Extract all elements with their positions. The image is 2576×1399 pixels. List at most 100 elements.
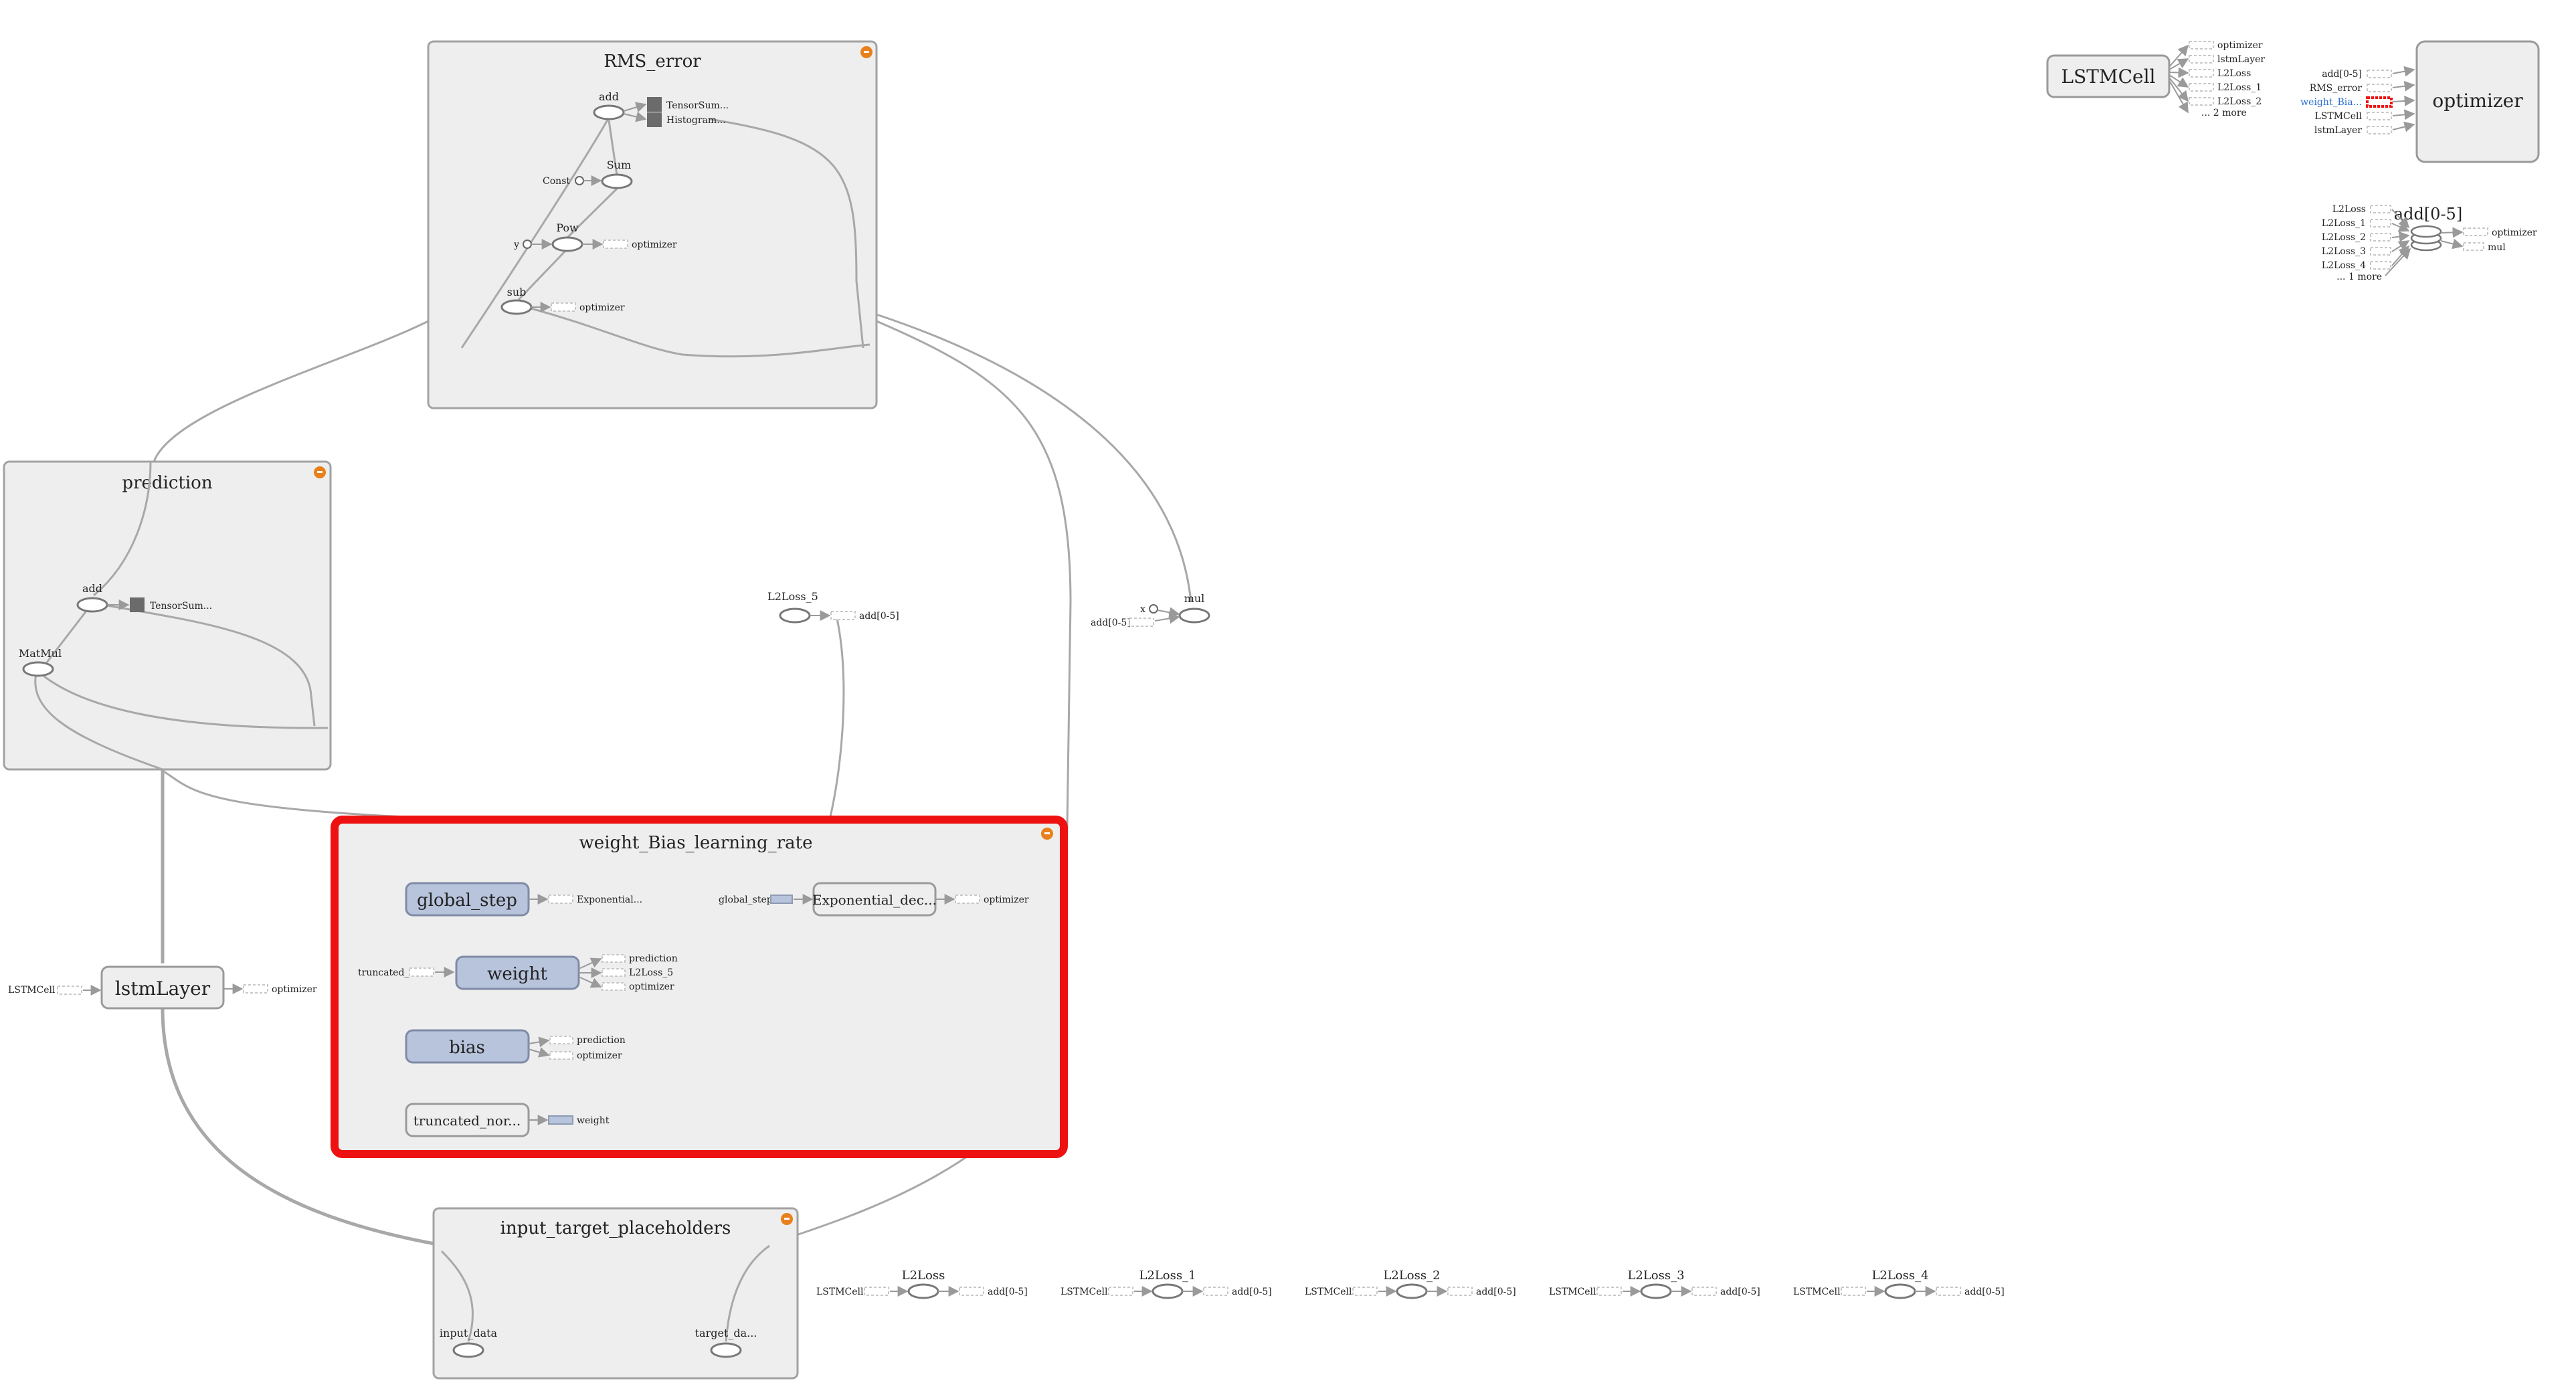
bias-variable[interactable] xyxy=(405,1029,530,1064)
output-stub xyxy=(2189,41,2214,50)
node-label: L2Loss_2 xyxy=(2217,96,2262,107)
pow-op-node[interactable] xyxy=(551,236,583,252)
output-stub xyxy=(2189,55,2214,64)
group-input-target-box[interactable] xyxy=(432,1207,799,1380)
output-stub xyxy=(2189,69,2214,78)
output-stub xyxy=(548,1115,573,1125)
input-stub xyxy=(1108,1287,1133,1296)
node-title: bias xyxy=(449,1038,485,1058)
input-data-placeholder[interactable] xyxy=(452,1342,484,1358)
node-l2loss-4[interactable]: L2Loss_4 LSTMCell add[0-5] xyxy=(1793,1269,2005,1299)
l2loss-op-node[interactable] xyxy=(1640,1283,1672,1299)
l2loss-op-node[interactable] xyxy=(1152,1283,1184,1299)
node-label: add[0-5] xyxy=(2322,69,2362,80)
lstmcell-box[interactable] xyxy=(2046,54,2171,98)
node-label: Histogram... xyxy=(666,115,726,126)
node-mul[interactable]: mul x add[0-5] xyxy=(1091,592,1210,628)
l2loss-op-node[interactable] xyxy=(907,1283,939,1299)
node-label: optimizer xyxy=(984,895,1029,905)
input-stub xyxy=(864,1287,889,1296)
node-label: add xyxy=(599,90,619,103)
group-prediction[interactable]: prediction add TensorSum... MatMul xyxy=(3,460,332,771)
group-weight-bias-learning-rate[interactable]: weight_Bias_learning_rate global_step Ex… xyxy=(331,816,1068,1158)
output-stub xyxy=(1936,1287,1961,1296)
node-label: LSTMCell xyxy=(1793,1287,1841,1297)
edge-internal xyxy=(93,461,152,597)
placeholder-node[interactable] xyxy=(523,240,532,249)
node-l2loss-5[interactable]: L2Loss_5 add[0-5] xyxy=(767,590,899,624)
l2loss-op-node[interactable] xyxy=(1396,1283,1428,1299)
node-label: add[0-5] xyxy=(1476,1287,1516,1297)
output-stub xyxy=(603,240,628,249)
node-label: target_da... xyxy=(695,1327,757,1339)
node-label: L2Loss xyxy=(902,1269,945,1283)
node-label: L2Loss xyxy=(2332,204,2366,215)
node-label: add xyxy=(82,582,102,595)
add-op-node[interactable] xyxy=(593,104,625,120)
node-label: input_data xyxy=(440,1327,498,1339)
node-title: optimizer xyxy=(2432,90,2523,112)
selected-input-label[interactable]: weight_Bia... xyxy=(2300,97,2362,108)
node-label: add[0-5] xyxy=(1964,1287,2005,1297)
node-lstmcell[interactable]: LSTMCell optimizer lstmLayer L2Loss L2Lo… xyxy=(2046,40,2265,118)
highlighted-input-stub xyxy=(2366,96,2393,108)
input-stub xyxy=(2370,261,2391,270)
input-stub xyxy=(2370,247,2391,256)
group-title: input_target_placeholders xyxy=(500,1218,731,1238)
sum-op-node[interactable] xyxy=(601,173,633,189)
node-optimizer[interactable]: add[0-5] RMS_error weight_Bia... LSTMCel… xyxy=(2300,40,2540,163)
output-stub xyxy=(548,895,573,904)
edge-rms-prediction xyxy=(153,320,429,462)
mul-op-node[interactable] xyxy=(1178,608,1210,624)
matmul-op-node[interactable] xyxy=(22,661,54,677)
const-node[interactable] xyxy=(575,176,584,185)
summary-icon xyxy=(130,597,145,612)
edge-internal xyxy=(566,187,618,239)
target-data-placeholder[interactable] xyxy=(710,1342,742,1358)
output-stub xyxy=(243,984,268,994)
node-label: sub xyxy=(507,286,527,298)
output-stub xyxy=(602,982,626,991)
node-l2loss-2[interactable]: L2Loss_2 LSTMCell add[0-5] xyxy=(1305,1269,1516,1299)
input-stub xyxy=(1596,1287,1622,1296)
node-label: add[0-5] xyxy=(1091,618,1131,628)
output-stub xyxy=(551,302,576,312)
optimizer-box[interactable] xyxy=(2415,40,2540,163)
output-stub xyxy=(959,1287,984,1296)
edge-internal xyxy=(517,250,567,301)
group-input-target-placeholders[interactable]: input_target_placeholders input_data tar… xyxy=(432,1207,799,1380)
node-lstmlayer[interactable]: LSTMCell lstmLayer optimizer xyxy=(8,965,317,1010)
output-stub xyxy=(549,1036,573,1044)
output-stub xyxy=(602,968,626,977)
edge-internal xyxy=(709,118,864,349)
edge-l2loss5-weightbias xyxy=(828,615,845,820)
node-label: prediction xyxy=(629,953,678,964)
node-l2loss-1[interactable]: L2Loss_1 LSTMCell add[0-5] xyxy=(1061,1269,1272,1299)
node-add-0-5[interactable]: add[0-5] L2Loss L2Loss_1 L2Loss_2 L2Loss… xyxy=(2322,204,2537,282)
node-label: TensorSum... xyxy=(150,601,212,612)
group-rms-error-box[interactable] xyxy=(427,40,878,409)
l2loss-op-node[interactable] xyxy=(1884,1283,1916,1299)
node-label: L2Loss_1 xyxy=(2322,218,2366,229)
node-label: L2Loss_2 xyxy=(2322,232,2366,243)
node-l2loss[interactable]: L2Loss LSTMCell add[0-5] xyxy=(816,1269,1028,1299)
constant-node[interactable] xyxy=(1149,604,1158,614)
edge-rms-mul xyxy=(876,313,1192,603)
node-label: add[0-5] xyxy=(859,611,899,622)
sub-op-node[interactable] xyxy=(500,299,533,315)
group-rms-error[interactable]: RMS_error add TensorSum... Histogram... … xyxy=(427,40,878,409)
node-l2loss-3[interactable]: L2Loss_3 LSTMCell add[0-5] xyxy=(1549,1269,1760,1299)
node-label: L2Loss_3 xyxy=(2322,246,2366,257)
node-label: optimizer xyxy=(632,240,677,250)
l2loss-5-op-node[interactable] xyxy=(779,608,811,624)
lstmlayer-box[interactable] xyxy=(100,965,225,1010)
node-label: optimizer xyxy=(272,984,317,995)
output-stub xyxy=(1203,1287,1228,1296)
node-title: lstmLayer xyxy=(115,977,211,1000)
node-label: weight xyxy=(577,1115,610,1126)
node-title: Exponential_dec... xyxy=(812,892,937,908)
node-label: mul xyxy=(1184,592,1205,605)
edge-lstmlayer-input xyxy=(161,1003,439,1246)
input-stub xyxy=(2367,112,2392,120)
add-op-node[interactable] xyxy=(76,597,108,613)
